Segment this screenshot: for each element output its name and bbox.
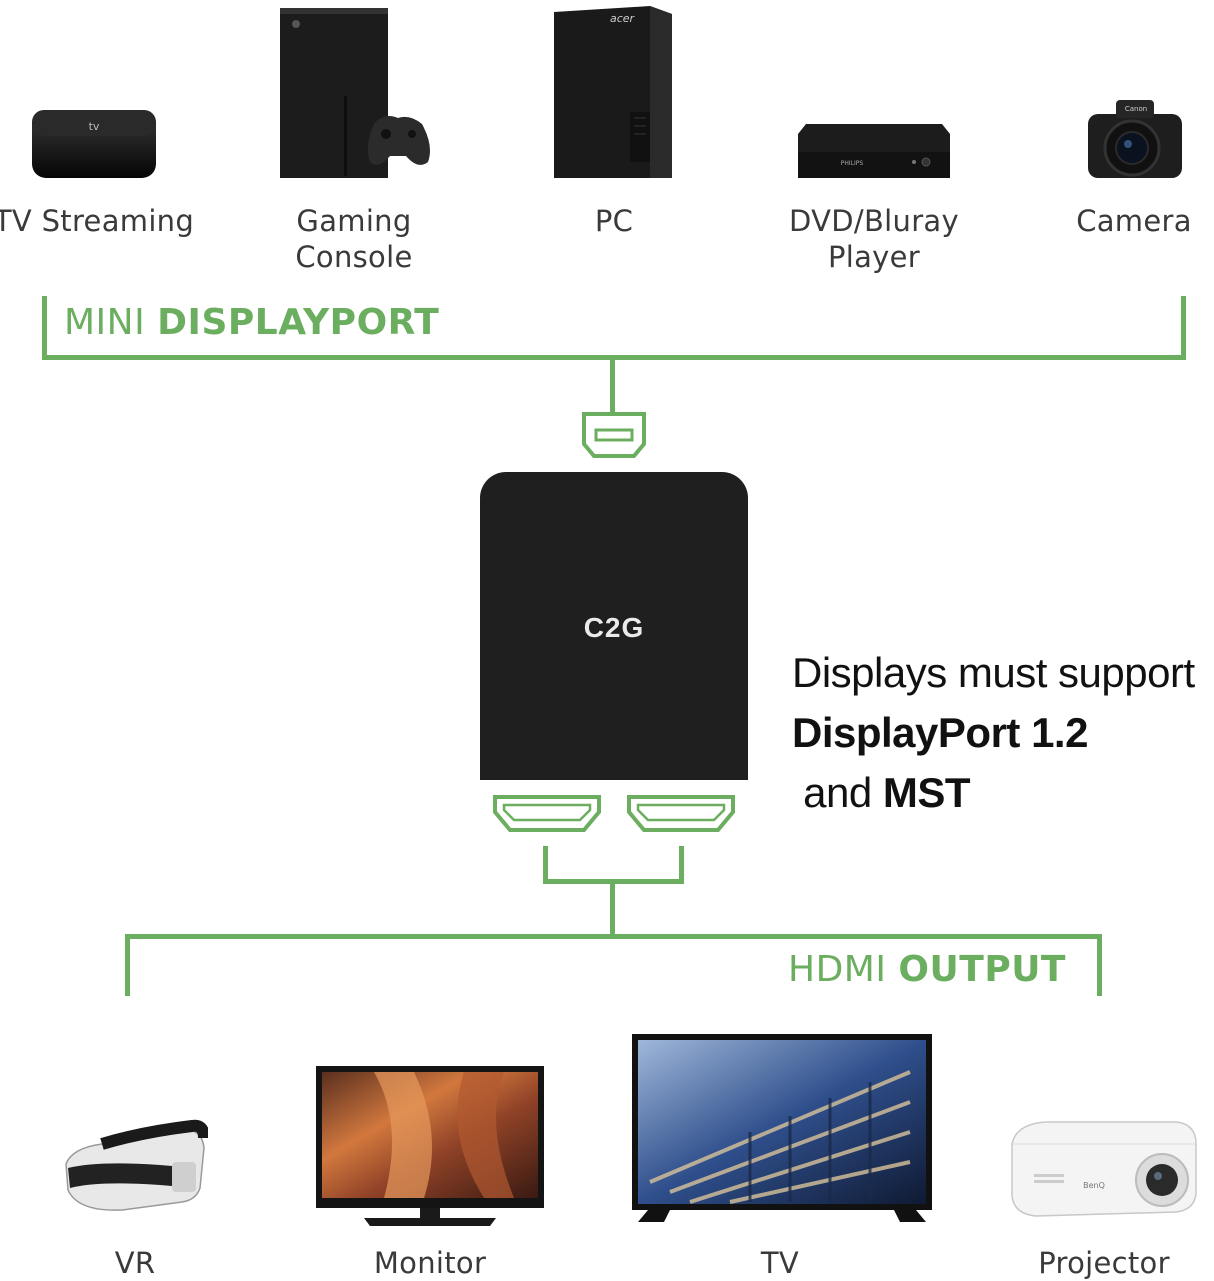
gaming-console-icon xyxy=(280,8,430,178)
source-label-dvd-bluray: DVD/Bluray Player xyxy=(789,204,959,274)
output-label-tv: TV xyxy=(760,1246,800,1280)
output-bracket-left xyxy=(125,934,130,996)
output-label-monitor: Monitor xyxy=(373,1246,487,1280)
source-label-tv-streaming: TV Streaming xyxy=(0,204,195,238)
monitor-icon xyxy=(316,1066,544,1226)
input-bracket-left xyxy=(42,296,47,360)
output-small-bracket-bar xyxy=(543,879,684,884)
output-label-vr: VR xyxy=(114,1246,156,1280)
output-bracket-bar xyxy=(125,934,1102,939)
vr-headset-icon xyxy=(65,1119,208,1211)
output-label-projector: Projector xyxy=(1038,1246,1170,1280)
output-connector-stem xyxy=(610,882,615,938)
note-line-1: Displays must support xyxy=(792,649,1195,696)
output-small-bracket-left xyxy=(543,846,548,884)
output-section-title: HDMI OUTPUT xyxy=(788,949,1066,990)
projector-icon: BenQ xyxy=(1011,1121,1197,1217)
input-bracket-right xyxy=(1181,296,1186,360)
svg-text:Canon: Canon xyxy=(1125,105,1147,113)
bluray-player-icon: PHILIPS xyxy=(798,124,950,178)
hdmi-port-2-icon xyxy=(627,795,735,832)
input-connector-stem xyxy=(610,358,615,412)
input-section-title: MINI DISPLAYPORT xyxy=(64,302,440,343)
svg-text:tv: tv xyxy=(89,120,100,133)
mini-displayport-connector-icon xyxy=(582,412,646,458)
streaming-box-icon: tv xyxy=(32,110,156,178)
pc-tower-icon: acer xyxy=(554,6,672,178)
input-bracket-bar xyxy=(42,355,1186,360)
c2g-logo: C2G xyxy=(583,612,645,643)
svg-text:BenQ: BenQ xyxy=(1083,1181,1105,1190)
source-label-pc: PC xyxy=(594,204,634,238)
hdmi-port-1-icon xyxy=(493,795,601,832)
compatibility-note: Displays must support DisplayPort 1.2 an… xyxy=(792,643,1214,823)
svg-text:PHILIPS: PHILIPS xyxy=(841,160,864,167)
c2g-adapter-hub: C2G xyxy=(480,472,748,780)
tv-icon xyxy=(632,1034,932,1222)
output-small-bracket-right xyxy=(679,846,684,884)
output-bracket-right xyxy=(1097,934,1102,996)
camera-icon: Canon xyxy=(1088,100,1182,178)
source-label-camera: Camera xyxy=(1076,204,1192,238)
svg-text:acer: acer xyxy=(610,12,636,25)
note-line-2: DisplayPort 1.2 and MST xyxy=(792,709,1088,816)
source-label-gaming-console: Gaming Console xyxy=(295,204,413,274)
